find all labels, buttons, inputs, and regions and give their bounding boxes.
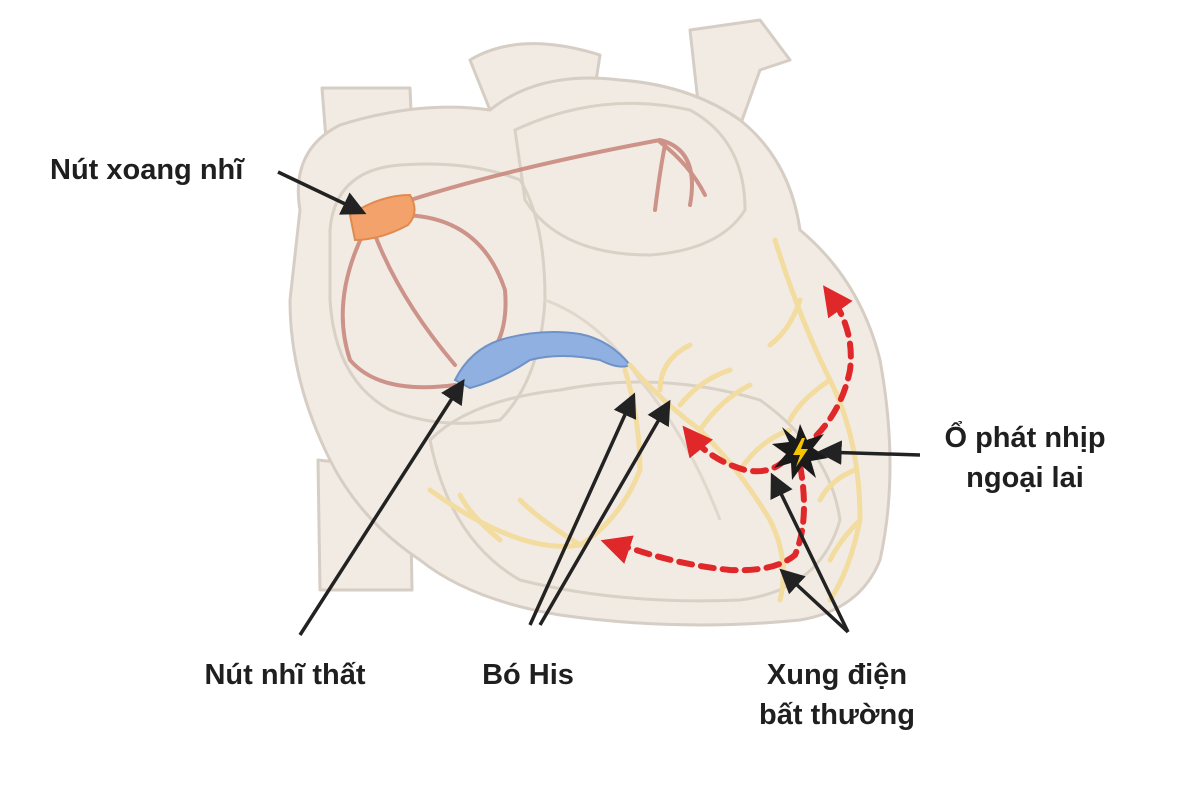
label-ectopic-focus-line1: Ổ phát nhịp xyxy=(944,422,1106,454)
septum xyxy=(544,298,722,521)
his-left-branch xyxy=(427,367,643,549)
arrow-to-sa-node xyxy=(277,170,367,215)
arrow-to-his-2 xyxy=(538,399,671,626)
arrow-to-av-node xyxy=(298,378,465,636)
bachmann-bundle xyxy=(393,137,694,207)
impulse-path-up xyxy=(797,285,854,453)
label-ectopic-focus: Ổ phát nhịp ngoại lai xyxy=(944,418,1105,498)
heart-chambers xyxy=(328,101,842,603)
label-sa-node: Nút xoang nhĩ xyxy=(50,154,244,186)
purkinje-left-wall xyxy=(772,237,863,603)
ventricles xyxy=(428,380,842,603)
pathway-branch-2 xyxy=(653,143,667,212)
label-ectopic-focus-line2: ngoại lai xyxy=(966,462,1084,494)
label-abnormal-impulse-line1: Xung điện xyxy=(766,659,908,691)
left-atrium xyxy=(513,101,747,257)
purkinje-fibers xyxy=(427,237,863,603)
label-av-node: Nút nhĩ thất xyxy=(204,659,366,691)
pathway-anterior xyxy=(340,228,457,390)
arrow-to-impulse-2 xyxy=(779,568,850,634)
lightning-burst-icon xyxy=(772,424,828,480)
pathway-posterior xyxy=(373,233,457,367)
label-abnormal-impulse-line2: bất thường xyxy=(759,699,915,731)
arrow-to-his-1 xyxy=(528,392,637,626)
arrow-to-impulse-1 xyxy=(770,472,850,633)
pointer-arrows xyxy=(277,170,921,636)
label-abnormal-impulse: Xung điện bất thường xyxy=(759,655,915,735)
arrow-to-ectopic-focus xyxy=(817,440,921,465)
label-bundle-his: Bó His xyxy=(482,659,574,691)
impulse-path-down xyxy=(600,462,807,574)
